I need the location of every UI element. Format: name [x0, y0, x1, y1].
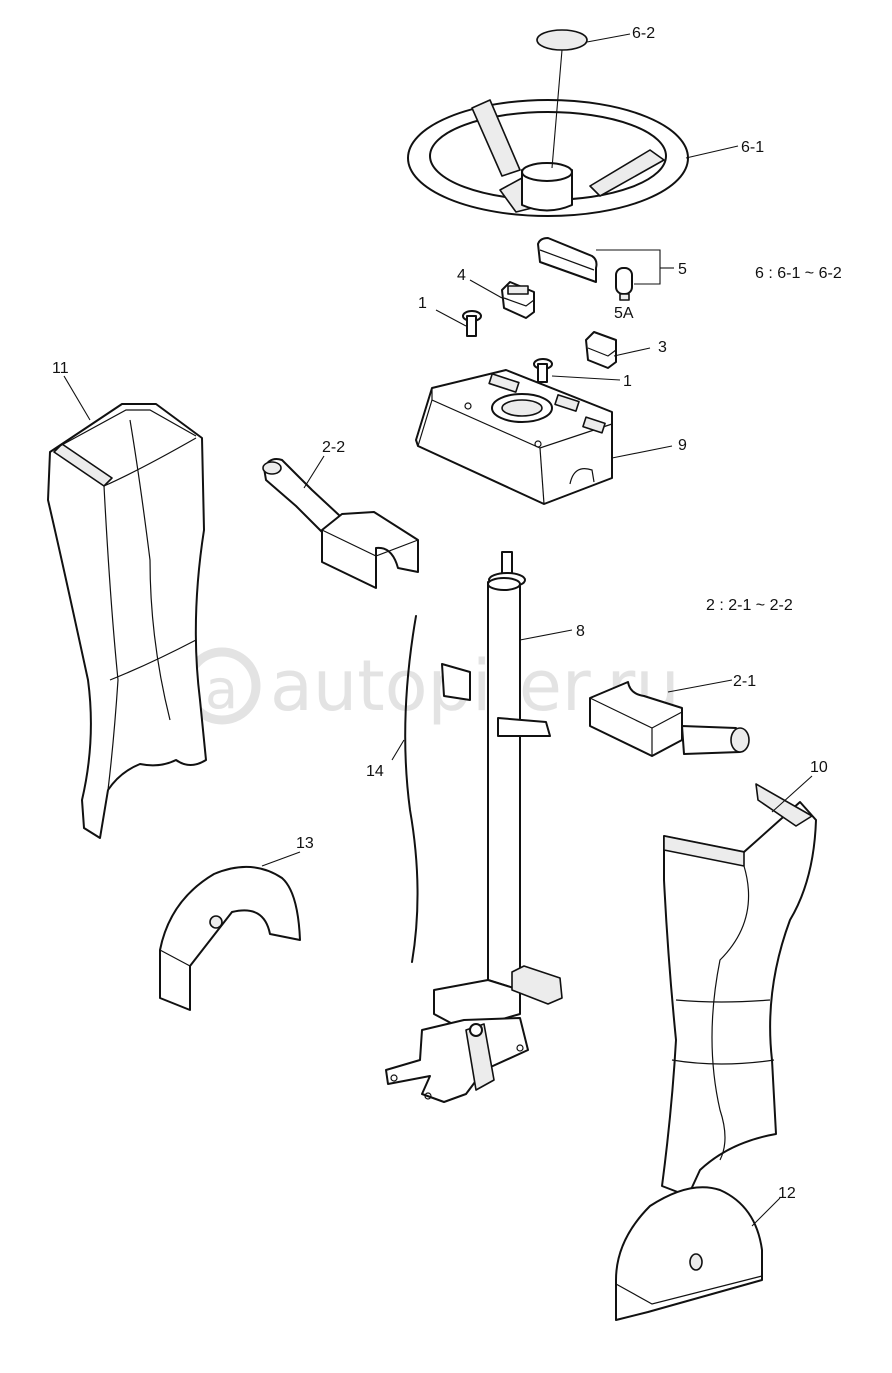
label-1-right: 1	[623, 373, 632, 390]
part-block-small	[511, 965, 563, 1005]
label-13: 13	[296, 835, 314, 852]
part-2-2-left-lever	[262, 458, 419, 589]
label-1-left: 1	[418, 295, 427, 312]
part-labels: 6-2 6-1 5 5A 4 1 1 3 9 11 2-2 8 2-1 14 1…	[52, 25, 828, 1202]
part-1-bolt-right	[533, 358, 553, 383]
part-5a-bulb	[615, 267, 633, 301]
label-8: 8	[576, 623, 585, 640]
label-12: 12	[778, 1185, 796, 1202]
group-notes: 6 : 6-1 ~ 6-2 2 : 2-1 ~ 2-2	[706, 265, 842, 614]
part-11-left-cover	[47, 403, 207, 839]
label-10: 10	[810, 759, 828, 776]
part-10-right-cover	[661, 783, 817, 1197]
note-group-2: 2 : 2-1 ~ 2-2	[706, 597, 793, 614]
watermark-logo-icon: a	[205, 658, 238, 721]
label-5: 5	[678, 261, 687, 278]
label-5a: 5A	[614, 305, 634, 322]
part-6-1-steering-wheel	[407, 99, 689, 217]
part-14-curved-rod	[404, 615, 419, 963]
part-8-steering-column	[385, 551, 551, 1103]
part-6-2-horn-cap	[536, 29, 588, 51]
part-3-rocker-switch	[585, 331, 617, 369]
part-1-bolt-left	[462, 310, 482, 337]
label-6-1: 6-1	[741, 139, 764, 156]
part-12-base-cap	[615, 1186, 763, 1321]
part-2-1-right-lever	[589, 681, 750, 757]
leader-lines	[63, 33, 813, 1227]
part-4-rocker-switch	[501, 281, 535, 319]
label-9: 9	[678, 437, 687, 454]
note-group-6: 6 : 6-1 ~ 6-2	[755, 265, 842, 282]
label-6-2: 6-2	[632, 25, 655, 42]
part-9-dashboard-housing	[415, 369, 613, 505]
label-2-1: 2-1	[733, 673, 756, 690]
part-13-half-cap	[159, 865, 301, 1011]
label-14: 14	[366, 763, 384, 780]
label-2-2: 2-2	[322, 439, 345, 456]
part-5-switch	[537, 237, 598, 283]
label-4: 4	[457, 267, 466, 284]
label-11: 11	[52, 360, 69, 377]
label-3: 3	[658, 339, 667, 356]
